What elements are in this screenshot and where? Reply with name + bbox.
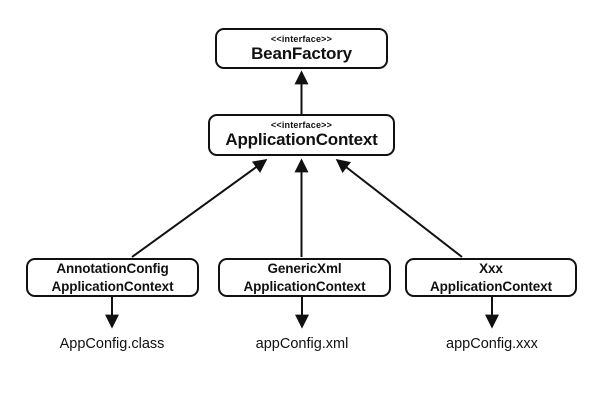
genericxml-name-line2: ApplicationContext xyxy=(243,278,366,294)
applicationcontext-name: ApplicationContext xyxy=(225,130,378,150)
genericxml-name-line1: GenericXml xyxy=(267,260,342,276)
artifact-appconfig-class: AppConfig.class xyxy=(59,336,165,352)
beanfactory-stereotype: <<interface>> xyxy=(270,33,333,44)
node-beanfactory: <<interface>> BeanFactory xyxy=(215,28,388,69)
node-xxx-applicationcontext: Xxx ApplicationContext xyxy=(405,258,577,297)
beanfactory-name: BeanFactory xyxy=(251,43,352,63)
artifact-appconfig-xml: appConfig.xml xyxy=(255,336,349,352)
xxx-name-line1: Xxx xyxy=(479,260,503,276)
node-annotationconfig-applicationcontext: AnnotationConfig ApplicationContext xyxy=(26,258,199,297)
annotationconfig-name-line1: AnnotationConfig xyxy=(56,260,169,276)
node-applicationcontext: <<interface>> ApplicationContext xyxy=(208,114,395,156)
xxx-name-line2: ApplicationContext xyxy=(430,278,552,294)
node-genericxml-applicationcontext: GenericXml ApplicationContext xyxy=(218,258,391,297)
annotationconfig-name-line2: ApplicationContext xyxy=(51,278,174,294)
edge-xxx-to-applicationcontext xyxy=(335,159,463,258)
applicationcontext-stereotype: <<interface>> xyxy=(270,120,333,131)
artifact-appconfig-xxx: appConfig.xxx xyxy=(446,336,538,352)
edge-annotationconfig-to-applicationcontext xyxy=(131,159,268,258)
